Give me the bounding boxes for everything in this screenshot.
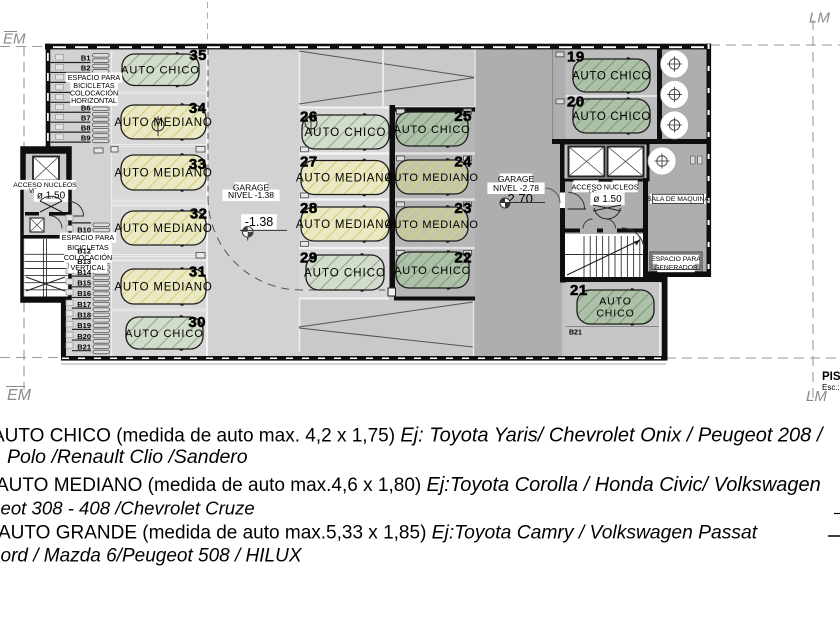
svg-text:AUTO: AUTO	[599, 296, 632, 308]
svg-text:AUTO MEDIANO: AUTO MEDIANO	[114, 282, 212, 294]
svg-text:AUTO CHICO: AUTO CHICO	[394, 265, 471, 277]
svg-text:34: 34	[189, 100, 207, 117]
svg-text:VERTICAL: VERTICAL	[70, 263, 105, 272]
svg-text:Polo /Renault Clio /Sandero: Polo /Renault Clio /Sandero	[7, 446, 248, 468]
svg-text:B20: B20	[77, 332, 91, 341]
svg-text:20: 20	[567, 94, 585, 111]
svg-text:SALA DE MAQUINA: SALA DE MAQUINA	[647, 196, 709, 203]
svg-text:B13: B13	[77, 257, 91, 266]
svg-text:32: 32	[190, 206, 208, 223]
svg-text:ESPACIO PARA: ESPACIO PARA	[62, 233, 115, 242]
svg-text:B17: B17	[77, 300, 91, 309]
svg-text:AUTO CHICO: AUTO CHICO	[125, 328, 204, 340]
svg-text:AUTO CHICO: AUTO CHICO	[305, 127, 387, 139]
svg-text:B1: B1	[81, 54, 91, 63]
svg-text:AUTO MEDIANO: AUTO MEDIANO	[385, 172, 478, 184]
svg-text:28: 28	[300, 200, 318, 217]
svg-text:AUTO CHICO: AUTO CHICO	[121, 65, 200, 77]
svg-text:B9: B9	[81, 134, 91, 143]
svg-text:ACCESO NUCLEOS: ACCESO NUCLEOS	[13, 182, 77, 189]
svg-text:eot 308 - 408 /Chevrolet Cruze: eot 308 - 408 /Chevrolet Cruze	[1, 498, 255, 519]
svg-text:NIVEL -2.78: NIVEL -2.78	[493, 183, 539, 193]
svg-text:24: 24	[454, 154, 472, 171]
svg-text:35: 35	[189, 47, 207, 64]
svg-text:AUTO GRANDE (medida de auto ma: AUTO GRANDE (medida de auto max.5,33 x 1…	[0, 523, 759, 544]
svg-text:AUTO CHICO: AUTO CHICO	[572, 111, 651, 123]
svg-text:LM: LM	[809, 10, 830, 27]
svg-text:HORIZONTAL: HORIZONTAL	[71, 96, 117, 105]
svg-text:CHICO: CHICO	[596, 308, 634, 320]
svg-text:B16: B16	[77, 289, 91, 298]
svg-text:B21: B21	[77, 342, 91, 351]
svg-text:GENERADOR: GENERADOR	[654, 265, 698, 272]
svg-text:BICICLETAS: BICICLETAS	[67, 243, 109, 252]
svg-text:29: 29	[300, 250, 318, 267]
svg-text:AUTO MEDIANO: AUTO MEDIANO	[296, 219, 394, 231]
svg-text:33: 33	[189, 156, 207, 173]
svg-text:AUTO CHICO (medida de auto max: AUTO CHICO (medida de auto max. 4,2 x 1,…	[0, 425, 825, 447]
svg-text:ESPACIO PARA: ESPACIO PARA	[68, 73, 121, 82]
svg-text:AUTO MEDIANO (medida de auto m: AUTO MEDIANO (medida de auto max.4,6 x 1…	[0, 474, 821, 496]
svg-text:GARAGE: GARAGE	[498, 174, 535, 184]
svg-text:21: 21	[570, 282, 588, 299]
svg-text:B6: B6	[81, 104, 91, 113]
svg-text:B14: B14	[77, 268, 92, 277]
svg-text:EM: EM	[3, 31, 26, 48]
svg-text:26: 26	[300, 109, 318, 126]
svg-text:AUTO CHICO: AUTO CHICO	[572, 71, 651, 83]
svg-text:AUTO CHICO: AUTO CHICO	[394, 124, 471, 136]
svg-text:27: 27	[300, 154, 318, 171]
svg-text:ord / Mazda 6/Peugeot 508 / HI: ord / Mazda 6/Peugeot 508 / HILUX	[1, 546, 303, 567]
svg-text:COLOCACIÓN: COLOCACIÓN	[70, 89, 118, 98]
svg-text:NIVEL -1.38: NIVEL -1.38	[228, 190, 274, 200]
svg-text:VE: VE	[29, 189, 37, 195]
svg-text:PISO: PISO	[822, 371, 840, 383]
svg-text:19: 19	[567, 49, 585, 66]
svg-text:COLOCACIÓN: COLOCACIÓN	[64, 253, 112, 262]
svg-text:-1.38: -1.38	[245, 215, 274, 229]
svg-text:LM: LM	[806, 388, 827, 405]
svg-text:30: 30	[188, 314, 206, 331]
svg-text:AUTO MEDIANO: AUTO MEDIANO	[114, 223, 212, 235]
svg-text:AUTO MEDIANO: AUTO MEDIANO	[296, 173, 394, 185]
svg-text:BICICLETAS: BICICLETAS	[73, 81, 115, 90]
svg-text:EM: EM	[7, 387, 32, 404]
svg-text:AUTO MEDIANO: AUTO MEDIANO	[114, 168, 212, 180]
svg-text:GARAGE: GARAGE	[233, 183, 270, 193]
svg-text:B7: B7	[81, 114, 91, 123]
svg-text:B18: B18	[77, 311, 91, 320]
svg-text:AUTO MEDIANO: AUTO MEDIANO	[114, 117, 212, 129]
svg-text:23: 23	[454, 200, 472, 217]
svg-text:25: 25	[454, 108, 472, 125]
svg-text:B15: B15	[77, 279, 91, 288]
svg-text:ø 1.50: ø 1.50	[593, 194, 622, 205]
svg-text:B21: B21	[569, 330, 582, 337]
svg-text:B8: B8	[81, 124, 91, 133]
svg-text:31: 31	[189, 264, 207, 281]
svg-text:ACCESO NUCLEOS: ACCESO NUCLEOS	[571, 183, 638, 192]
svg-text:B10: B10	[77, 225, 91, 234]
svg-text:Esc.:: Esc.:	[822, 383, 840, 392]
svg-text:B2: B2	[81, 64, 91, 73]
svg-text:AUTO CHICO: AUTO CHICO	[304, 268, 386, 280]
svg-text:AUTO MEDIANO: AUTO MEDIANO	[385, 219, 478, 231]
svg-text:22: 22	[454, 250, 472, 267]
svg-text:ESPACIO PARA: ESPACIO PARA	[651, 256, 701, 263]
svg-text:B12: B12	[77, 247, 91, 256]
svg-text:B19: B19	[77, 321, 91, 330]
